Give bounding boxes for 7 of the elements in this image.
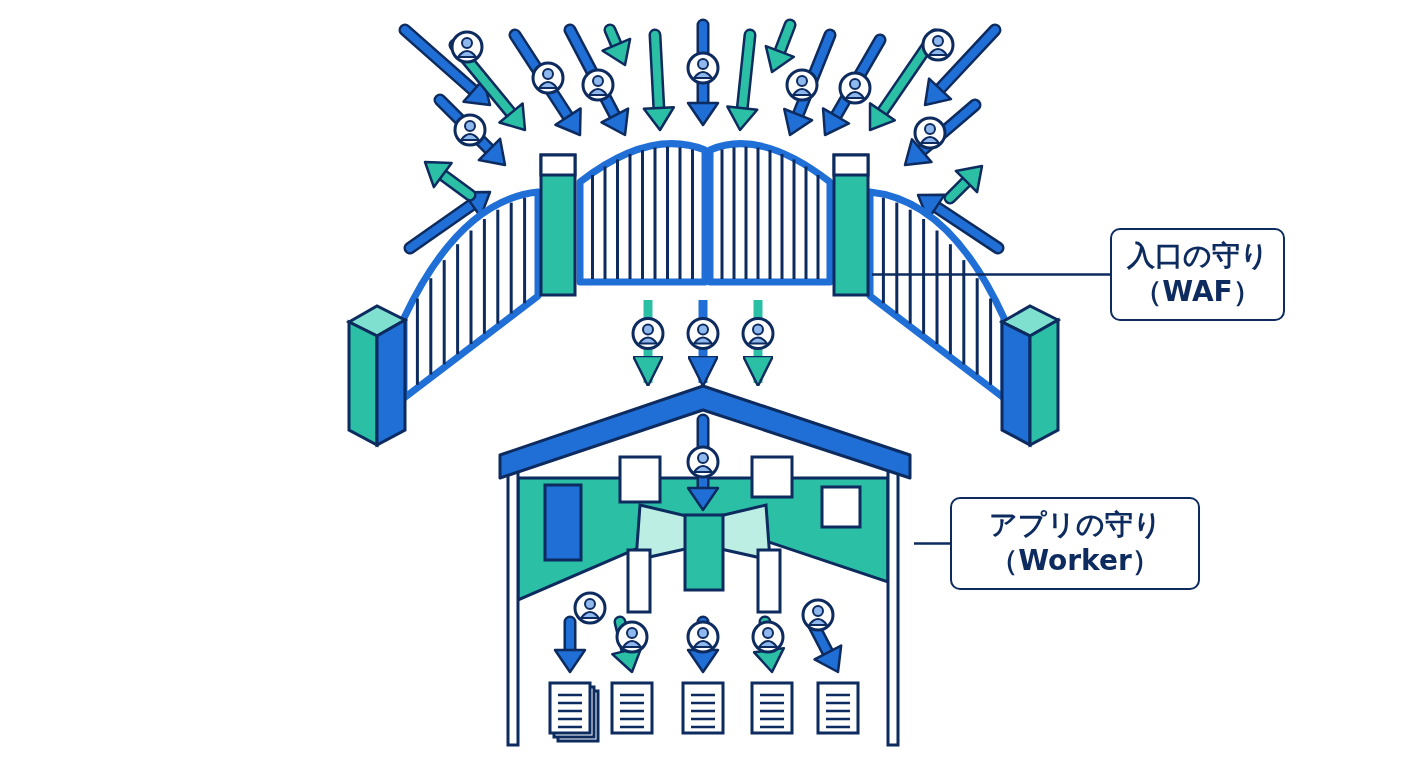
leader-line (914, 542, 950, 545)
arrow (631, 300, 665, 388)
arrow (686, 300, 720, 388)
leader-line (872, 273, 1110, 276)
arrow (741, 300, 775, 388)
callout-box: 入口の守り（WAF） (1110, 228, 1285, 321)
callout-box: アプリの守り（Worker） (950, 497, 1200, 590)
